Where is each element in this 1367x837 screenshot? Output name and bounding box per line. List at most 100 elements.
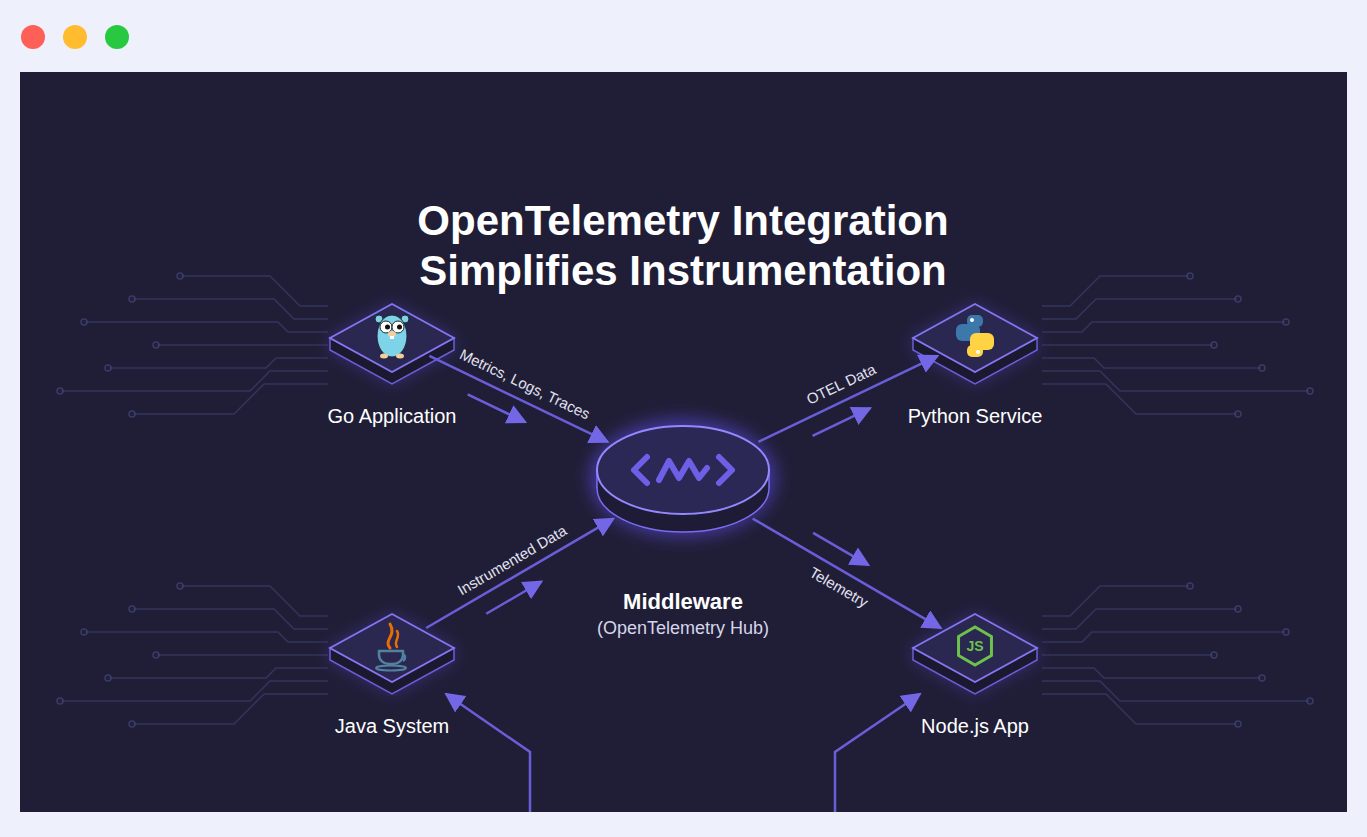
- circuit-trace: [1042, 358, 1262, 368]
- tile-outline: [326, 610, 458, 702]
- flow-accent: [813, 533, 868, 565]
- window-dot: [21, 25, 45, 49]
- service-tile: Java System: [326, 610, 458, 702]
- window-dot: [63, 25, 87, 49]
- trace-pad: [129, 411, 135, 417]
- trace-pad: [1307, 698, 1313, 704]
- circuit-trace: [132, 609, 328, 629]
- node-label: Go Application: [328, 404, 457, 428]
- tile-outline: [909, 300, 1041, 392]
- flow-accent: [813, 408, 871, 436]
- tile-glow: [330, 614, 454, 694]
- java-steam: [396, 631, 398, 647]
- hub-logo: [634, 457, 732, 483]
- circuit-trace: [1042, 384, 1238, 414]
- node-hexagon: [959, 627, 992, 665]
- tile-top: [330, 304, 454, 372]
- circuit-trace: [1042, 299, 1238, 319]
- circuit-traces: [57, 273, 1313, 727]
- flow-arrow: [753, 519, 941, 628]
- circuit-trace: [1042, 322, 1286, 332]
- logo-wave: [659, 461, 707, 480]
- trace-pad: [177, 273, 183, 279]
- trace-pad: [177, 583, 183, 589]
- java-saucer: [376, 666, 406, 671]
- dark-panel: [20, 72, 1347, 812]
- diagram-title: OpenTelemetry Integration Simplifies Ins…: [363, 196, 1003, 296]
- trace-pad: [129, 296, 135, 302]
- service-tile: Python Service: [909, 300, 1041, 392]
- logo-text: JS: [966, 638, 983, 654]
- python-eye: [976, 350, 980, 354]
- circuit-trace: [1042, 694, 1238, 724]
- java-cup: [379, 651, 403, 664]
- tile-glow: [330, 304, 454, 384]
- node-label: Java System: [335, 714, 449, 738]
- edge-label: Instrumented Data: [454, 521, 569, 598]
- flow-arrow: [426, 519, 613, 628]
- trace-pad: [81, 629, 87, 635]
- gopher-eye: [392, 321, 404, 333]
- circuit-trace: [1042, 371, 1310, 391]
- gopher-foot: [380, 354, 388, 359]
- tile-icon: [376, 624, 406, 671]
- trace-pad: [1235, 411, 1241, 417]
- circuit-trace: [60, 371, 328, 391]
- tile-outline: [326, 300, 458, 392]
- trace-pad: [1211, 342, 1217, 348]
- circuit-trace: [108, 668, 328, 678]
- tile-glow: [913, 614, 1037, 694]
- trace-pad: [153, 342, 159, 348]
- tile-top: [913, 614, 1037, 682]
- trace-pad: [129, 721, 135, 727]
- circuit-trace: [156, 654, 328, 656]
- circuit-trace: [180, 276, 328, 306]
- circuit-trace: [156, 344, 328, 346]
- node-label: Middleware: [623, 589, 743, 615]
- trace-pad: [105, 365, 111, 371]
- trace-pad: [1235, 296, 1241, 302]
- circuit-trace: [1042, 632, 1286, 642]
- gopher-eye: [380, 321, 392, 333]
- trace-pad: [1187, 273, 1193, 279]
- circuit-trace: [132, 384, 328, 414]
- tile-top: [330, 614, 454, 682]
- gopher-foot: [396, 354, 404, 359]
- gopher-teeth: [390, 336, 394, 339]
- trace-pad: [81, 319, 87, 325]
- trace-pad: [1259, 675, 1265, 681]
- node-label: Node.js App: [921, 714, 1029, 738]
- flow-arrow: [758, 356, 937, 442]
- python-tail: [967, 345, 983, 357]
- edge-label: Telemetry: [806, 563, 871, 610]
- trace-pad: [1283, 319, 1289, 325]
- tile-icon: [375, 315, 409, 359]
- trace-pad: [1259, 365, 1265, 371]
- circuit-trace: [1042, 668, 1262, 678]
- flow-accent: [486, 582, 541, 614]
- trace-pad: [1211, 652, 1217, 658]
- circuit-trace: [1042, 344, 1214, 346]
- gopher-body: [377, 315, 407, 357]
- circuit-trace: [84, 322, 328, 332]
- trace-pad: [1235, 721, 1241, 727]
- circuit-trace: [180, 586, 328, 616]
- edge-label: OTEL Data: [804, 361, 879, 409]
- node-label: Python Service: [908, 404, 1043, 428]
- circuit-trace: [84, 632, 328, 642]
- trace-pad: [129, 606, 135, 612]
- trace-pad: [1235, 606, 1241, 612]
- flow-accent: [468, 394, 526, 422]
- java-handle: [403, 654, 405, 661]
- circuit-trace: [1042, 586, 1190, 616]
- trace-pad: [105, 675, 111, 681]
- trace-pad: [153, 652, 159, 658]
- circuit-trace: [1042, 276, 1190, 306]
- gopher-pupil: [385, 325, 390, 330]
- trace-pad: [57, 388, 63, 394]
- flow-arrow: [429, 356, 607, 442]
- logo-chevron: [634, 457, 647, 483]
- python-eye: [970, 318, 974, 322]
- trace-pad: [1187, 583, 1193, 589]
